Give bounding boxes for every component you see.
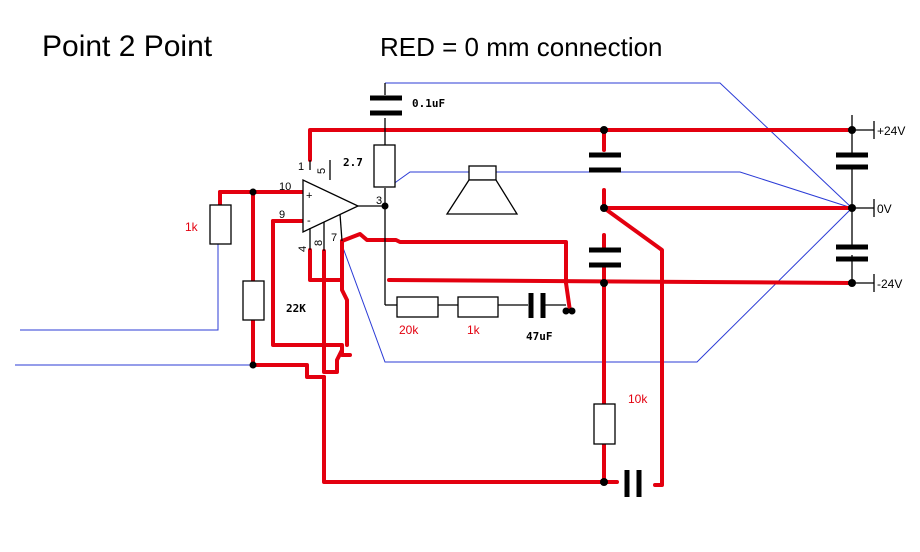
pin-5-label: 5	[316, 168, 328, 174]
resistor-1k-input	[209, 204, 232, 245]
blue-wires	[15, 82, 853, 366]
junction-dots	[249, 126, 856, 486]
diagram-subtitle: RED = 0 mm connection	[380, 32, 663, 62]
rail-0v-label: 0V	[877, 202, 892, 216]
pin-8-label: 8	[313, 240, 325, 246]
pin-1-label: 1	[298, 161, 304, 173]
label-1k-mid: 1k	[467, 323, 481, 337]
resistor-22k	[242, 280, 265, 321]
speaker-icon	[445, 165, 519, 215]
component-leads	[309, 83, 875, 306]
diagram-title: Point 2 Point	[42, 30, 213, 63]
red-wires	[218, 128, 854, 487]
resistor-10k	[593, 403, 616, 445]
pin-9-label: 9	[279, 209, 285, 221]
pin-4-label: 4	[297, 246, 309, 252]
opamp	[302, 178, 360, 251]
resistor-1k-mid	[457, 296, 499, 318]
label-20k: 20k	[399, 323, 419, 337]
pin-10-label: 10	[279, 181, 291, 193]
label-1k-input: 1k	[185, 220, 199, 234]
capacitor-bottom	[624, 470, 642, 497]
capacitor-c1-upper	[589, 152, 621, 173]
resistor-2-7	[373, 144, 396, 188]
label-10k: 10k	[628, 392, 648, 406]
opamp-minus-sign: -	[307, 215, 311, 227]
capacitor-0-1uf	[370, 95, 402, 116]
label-0-1uf: 0.1uF	[412, 97, 445, 110]
capacitor-47uf	[528, 293, 546, 318]
capacitor-rail-upper	[836, 152, 868, 170]
label-22k: 22K	[286, 302, 306, 315]
resistor-20k	[396, 296, 439, 318]
rail-minus-24v-label: -24V	[877, 277, 902, 291]
label-2-7: 2.7	[343, 156, 363, 169]
pin-3-label: 3	[376, 195, 382, 207]
capacitor-c1-lower	[589, 247, 621, 268]
label-47uf: 47uF	[526, 330, 553, 343]
rail-plus-24v-label: +24V	[877, 124, 905, 138]
pin-7-label: 7	[331, 232, 337, 244]
opamp-plus-sign: +	[306, 190, 312, 202]
capacitor-rail-lower	[836, 244, 868, 262]
